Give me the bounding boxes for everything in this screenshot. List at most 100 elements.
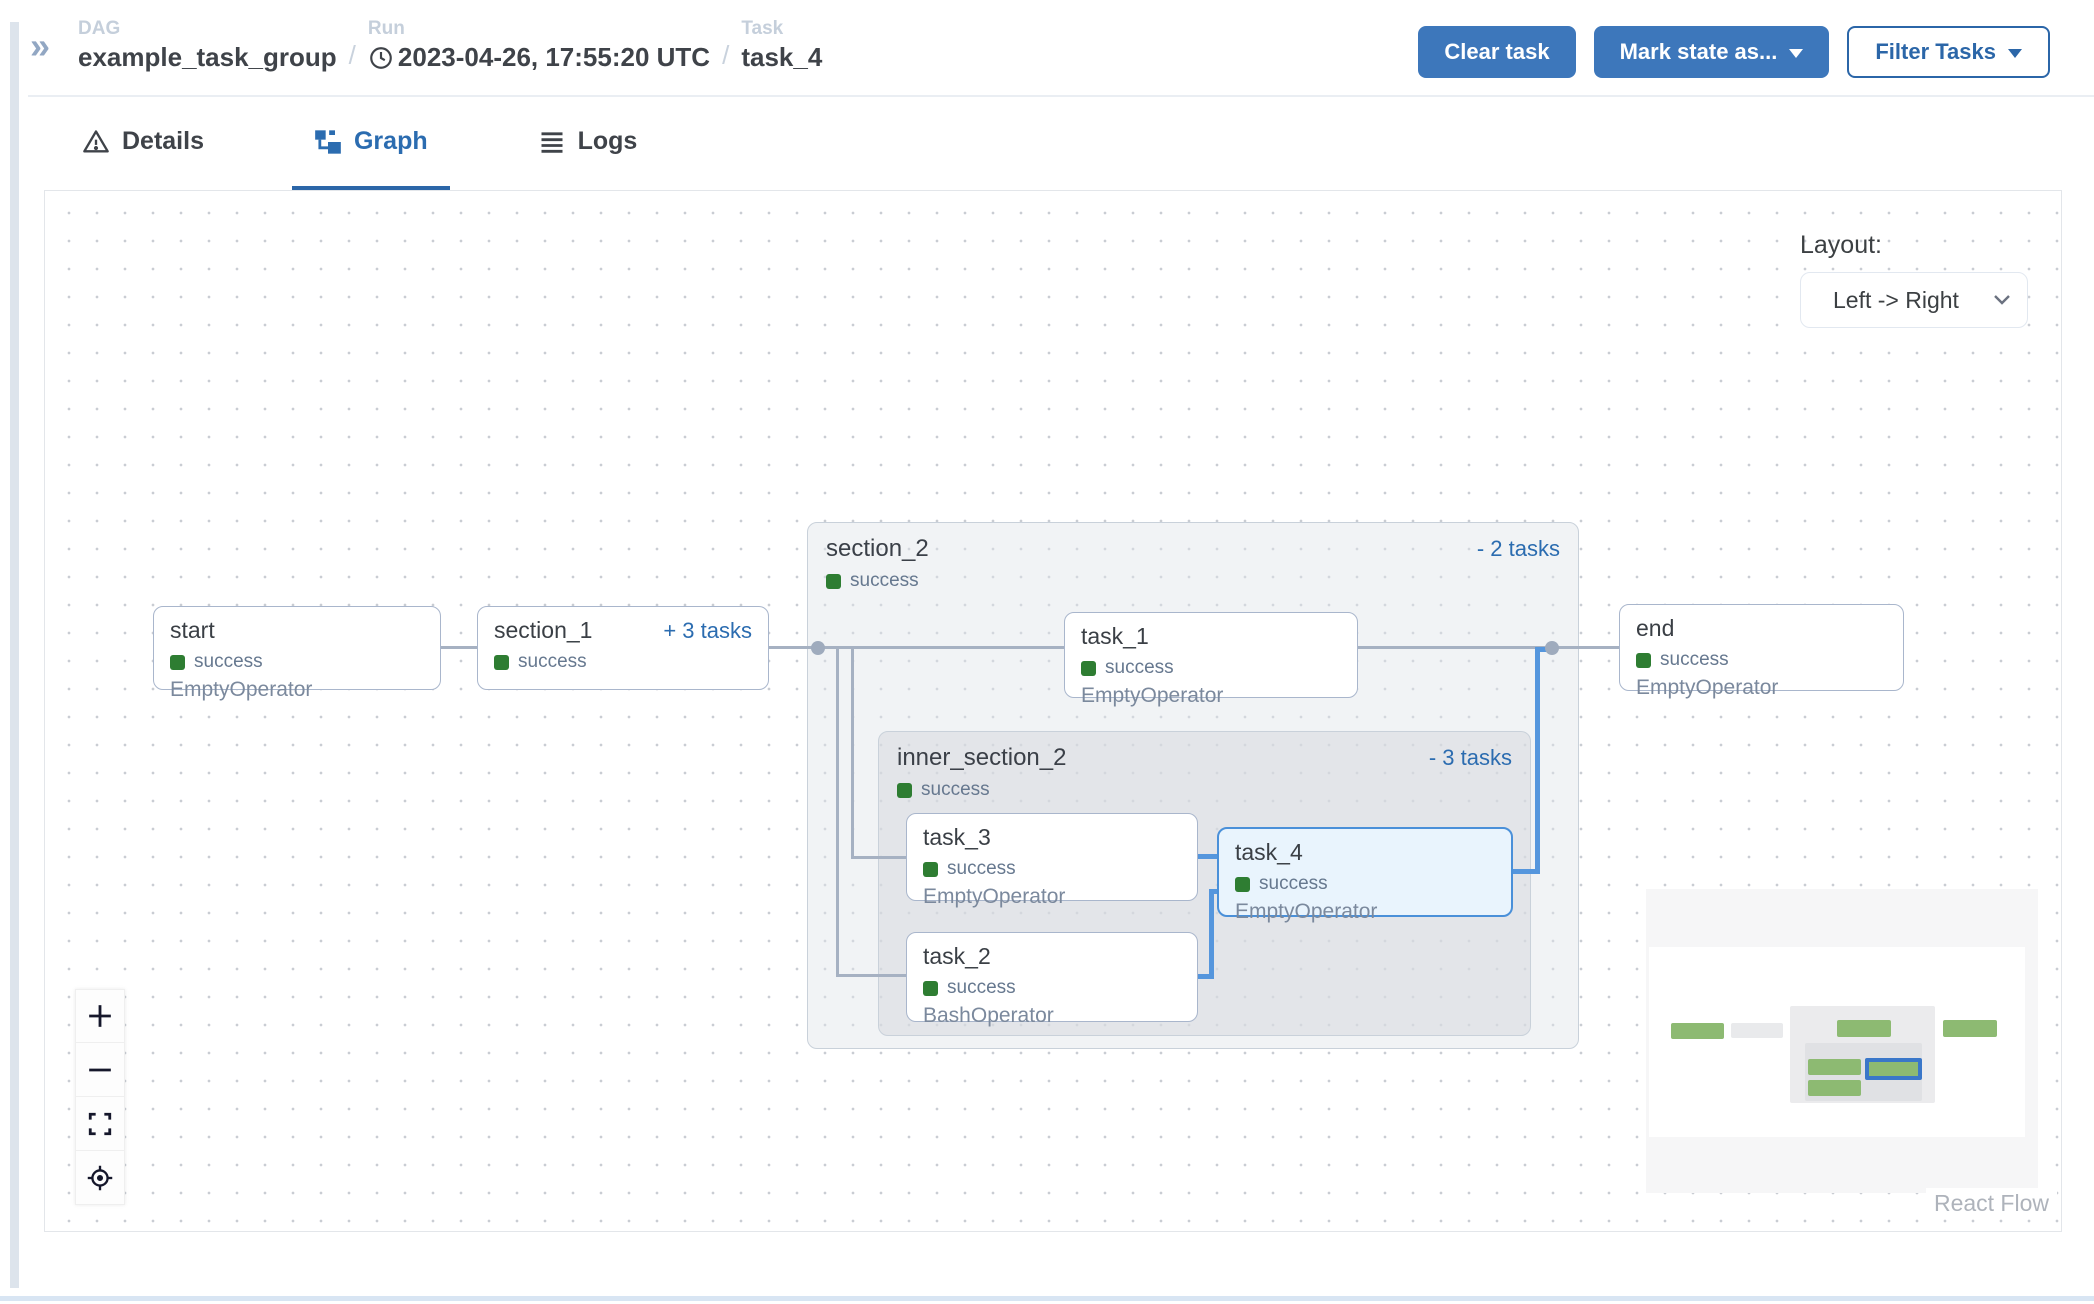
operator-label: BashOperator: [923, 1004, 1054, 1027]
task-node-section-1[interactable]: section_1 + 3 tasks success: [477, 606, 769, 690]
success-status-icon: [897, 782, 912, 798]
filter-tasks-button[interactable]: Filter Tasks: [1847, 26, 2050, 78]
expand-panel-chevrons-icon[interactable]: »: [30, 25, 51, 66]
status-label: success: [947, 858, 1016, 879]
dag-label: DAG: [78, 18, 121, 39]
status-label: success: [518, 651, 587, 672]
run-value: 2023-04-26, 17:55:20 UTC: [368, 42, 710, 73]
tab-bar: Details Graph Logs: [60, 97, 659, 190]
edge-start-section1: [441, 646, 477, 649]
edge-task1-exit: [1358, 646, 1552, 649]
edge-task2-task4: [1209, 889, 1214, 979]
breadcrumb: DAG example_task_group / Run 2023-04-26,…: [78, 18, 822, 73]
logs-icon: [541, 131, 563, 153]
success-status-icon: [923, 980, 938, 996]
run-label: Run: [367, 18, 405, 39]
dag-value: example_task_group: [78, 42, 337, 72]
operator-label: EmptyOperator: [170, 678, 313, 701]
tab-graph[interactable]: Graph: [291, 97, 450, 190]
success-status-icon: [170, 654, 185, 670]
collapse-group-link[interactable]: - 2 tasks: [1476, 536, 1560, 561]
operator-label: EmptyOperator: [1235, 900, 1378, 923]
breadcrumb-task: Task task_4: [741, 18, 822, 73]
breadcrumb-dag: DAG example_task_group: [78, 18, 337, 73]
zoom-out-button[interactable]: [75, 1043, 125, 1097]
success-status-icon: [1235, 876, 1250, 892]
edge-task4-exit: [1535, 647, 1552, 652]
layout-label: Layout:: [1800, 231, 1883, 259]
expand-group-link[interactable]: + 3 tasks: [663, 618, 752, 643]
group-exit-connector: [1545, 641, 1559, 655]
task-value: task_4: [741, 42, 823, 72]
caret-down-icon: [1789, 48, 1804, 58]
layout-panel: Layout: Left -> Right: [1800, 231, 2028, 328]
status-label: success: [194, 651, 263, 672]
operator-label: EmptyOperator: [1636, 676, 1779, 699]
breadcrumb-separator: /: [722, 40, 730, 70]
status-label: success: [921, 779, 990, 800]
operator-label: EmptyOperator: [923, 885, 1066, 908]
minimap-node-start: [1671, 1023, 1724, 1039]
collapse-group-link[interactable]: - 3 tasks: [1428, 745, 1512, 770]
success-status-icon: [923, 861, 938, 877]
edge-task3-task4: [1198, 854, 1219, 859]
breadcrumb-separator: /: [348, 40, 356, 70]
tab-details[interactable]: Details: [60, 97, 226, 190]
minimap-node-section-1: [1731, 1023, 1783, 1038]
task-node-task-3[interactable]: task_3 success EmptyOperator: [906, 813, 1198, 908]
success-status-icon: [1081, 660, 1096, 676]
plus-icon: [89, 1005, 111, 1027]
graph-canvas[interactable]: Layout: Left -> Right section_2 - 2 task…: [44, 190, 2062, 1232]
minimap-node-task-3: [1808, 1059, 1861, 1075]
task-node-end[interactable]: end success EmptyOperator: [1619, 604, 1904, 699]
edge-task2-task4: [1198, 974, 1214, 979]
edge-task4-exit: [1535, 647, 1540, 874]
success-status-icon: [826, 573, 841, 589]
graph-icon: [315, 129, 341, 154]
task-node-task-2[interactable]: task_2 success BashOperator: [906, 932, 1198, 1027]
layout-select[interactable]: Left -> Right: [1800, 272, 2028, 328]
edge-entry-task3: [851, 856, 906, 859]
edge-task4-exit: [1513, 869, 1540, 874]
clear-task-button[interactable]: Clear task: [1418, 26, 1576, 78]
zoom-in-button[interactable]: [75, 989, 125, 1043]
breadcrumb-run: Run 2023-04-26, 17:55:20 UTC: [368, 18, 710, 73]
chevron-down-icon: [1994, 295, 2010, 305]
caret-down-icon: [2008, 48, 2022, 58]
edge-entry-task2: [836, 974, 906, 977]
task-node-task-1[interactable]: task_1 success EmptyOperator: [1064, 612, 1358, 707]
warning-icon: [83, 129, 109, 152]
minimap-node-task-4-selected: [1865, 1058, 1922, 1080]
header: » DAG example_task_group / Run 2023-04-2…: [28, 0, 2094, 97]
bottom-divider: [0, 1296, 2094, 1301]
status-label: success: [1259, 873, 1328, 894]
fit-view-button[interactable]: [75, 1097, 125, 1151]
task-label: Task: [741, 18, 784, 39]
success-status-icon: [494, 654, 509, 670]
task-node-task-4-selected[interactable]: task_4 success EmptyOperator: [1217, 827, 1513, 923]
tab-logs[interactable]: Logs: [516, 97, 660, 190]
minus-icon: [89, 1068, 111, 1071]
group-title: section_2: [826, 535, 929, 562]
minimap-node-task-2: [1808, 1080, 1861, 1096]
mark-state-as-button[interactable]: Mark state as...: [1593, 26, 1830, 78]
edge-entry-task3: [851, 647, 854, 859]
edge-entry-task2: [836, 647, 839, 977]
panel-resize-grip[interactable]: [10, 22, 19, 1288]
status-label: success: [1660, 649, 1729, 670]
edge-section1-section2: [769, 646, 818, 649]
edge-entry-task1: [818, 646, 1064, 649]
group-title: inner_section_2: [897, 744, 1067, 771]
focus-selected-button[interactable]: [75, 1151, 125, 1205]
operator-label: EmptyOperator: [1081, 684, 1224, 707]
minimap[interactable]: [1646, 889, 2038, 1193]
zoom-controls: [75, 989, 125, 1205]
success-status-icon: [1636, 652, 1651, 668]
header-actions: Clear task Mark state as... Filter Tasks: [1418, 26, 2050, 78]
group-entry-connector: [811, 641, 825, 655]
task-node-start[interactable]: start success EmptyOperator: [153, 606, 441, 701]
edge-task2-task4: [1209, 889, 1219, 894]
clock-icon: [368, 45, 394, 71]
status-label: success: [1105, 657, 1174, 678]
